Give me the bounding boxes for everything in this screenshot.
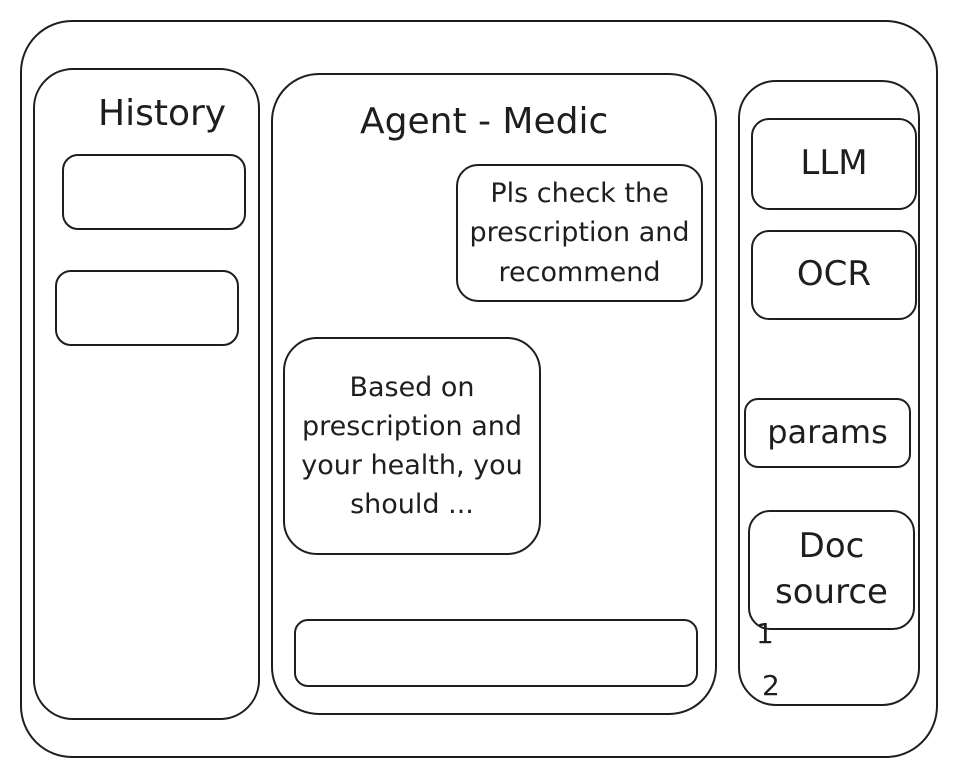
- doc-source-item[interactable]: 2: [762, 669, 780, 702]
- user-message: Pls check the prescription and recommend: [456, 164, 703, 302]
- doc-source-item[interactable]: 1: [756, 617, 774, 650]
- history-item[interactable]: [55, 270, 239, 346]
- ocr-button[interactable]: OCR: [751, 230, 917, 320]
- app-window: [20, 20, 938, 758]
- agent-message: Based on prescription and your health, y…: [283, 337, 541, 555]
- history-item[interactable]: [62, 154, 246, 230]
- params-button[interactable]: params: [744, 398, 911, 468]
- history-panel: [33, 68, 260, 720]
- chat-panel: [271, 73, 717, 715]
- chat-title: Agent - Medic: [360, 101, 609, 142]
- chat-input[interactable]: [294, 619, 698, 687]
- llm-button[interactable]: LLM: [751, 118, 917, 210]
- doc-source-button[interactable]: Doc source: [748, 510, 915, 630]
- tools-panel: [738, 80, 920, 706]
- history-title: History: [98, 93, 227, 134]
